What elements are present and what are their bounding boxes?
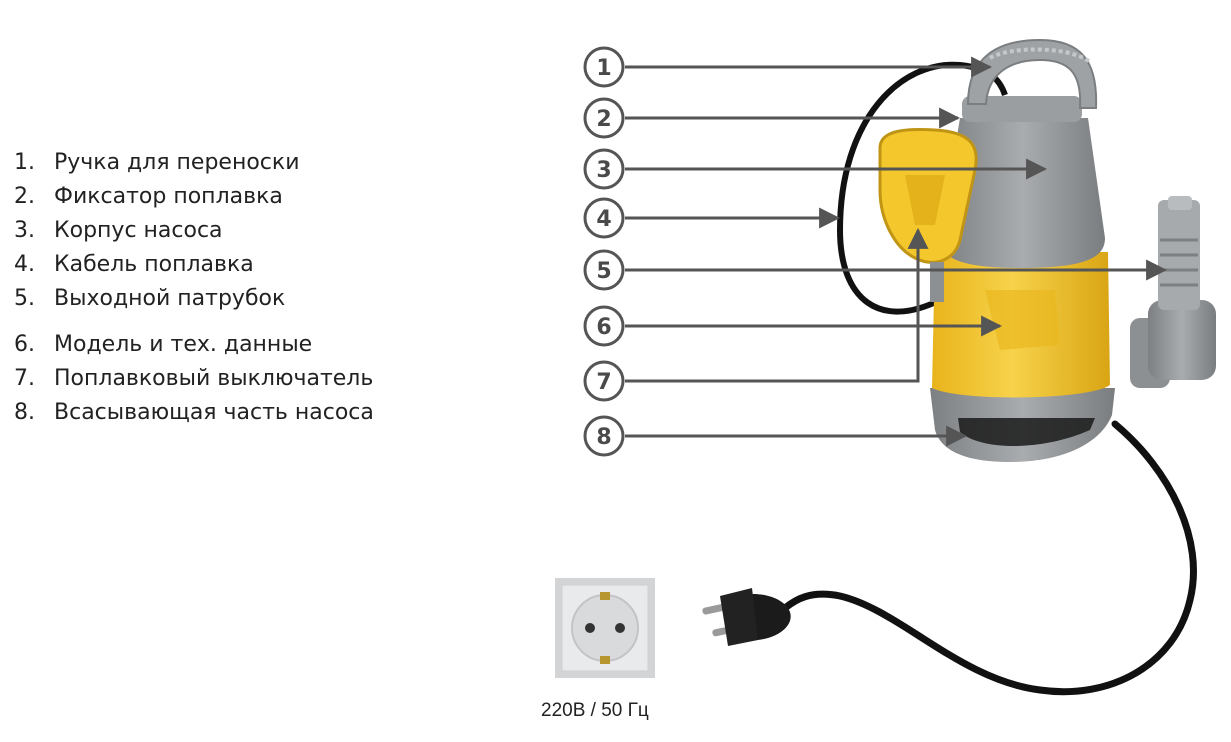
legend-item-float-cable: 4.Кабель поплавка [14, 252, 254, 277]
legend-item-model-data: 6.Модель и тех. данные [14, 332, 313, 357]
svg-text:1: 1 [596, 56, 611, 81]
legend-item-carry-handle: 1.Ручка для переноски [14, 150, 300, 175]
callout-8: 8 [583, 415, 625, 457]
callout-6: 6 [583, 305, 625, 347]
svg-text:4: 4 [596, 207, 611, 232]
outlet-fitting [1130, 196, 1216, 388]
callout-4: 4 [583, 197, 625, 239]
power-plug-icon [702, 588, 791, 646]
callout-3: 3 [583, 148, 625, 190]
pump-gray-housing [940, 118, 1105, 268]
callout-arrows [625, 56, 1168, 447]
callout-5: 5 [583, 249, 625, 291]
wall-socket-icon [555, 578, 655, 678]
voltage-label: 220В / 50 Гц [541, 700, 649, 721]
callout-7: 7 [583, 360, 625, 402]
svg-text:5: 5 [596, 259, 611, 284]
legend-item-intake-part: 8.Всасывающая часть насоса [14, 400, 374, 425]
legend-item-float-switch: 7.Поплавковый выключатель [14, 366, 374, 391]
legend-item-pump-body: 3.Корпус насоса [14, 218, 223, 243]
callout-1: 1 [583, 46, 625, 88]
parts-legend: 1.Ручка для переноски 2.Фиксатор поплавк… [14, 146, 374, 430]
pump-handle [966, 38, 1098, 109]
svg-text:7: 7 [596, 370, 611, 395]
callout-2: 2 [583, 97, 625, 139]
svg-text:8: 8 [596, 425, 611, 450]
svg-text:3: 3 [596, 158, 611, 183]
power-cable [781, 420, 1197, 696]
legend-item-float-lock: 2.Фиксатор поплавка [14, 184, 283, 209]
svg-text:6: 6 [596, 315, 611, 340]
svg-text:2: 2 [596, 107, 611, 132]
legend-item-outlet-fitting: 5.Выходной патрубок [14, 286, 286, 311]
